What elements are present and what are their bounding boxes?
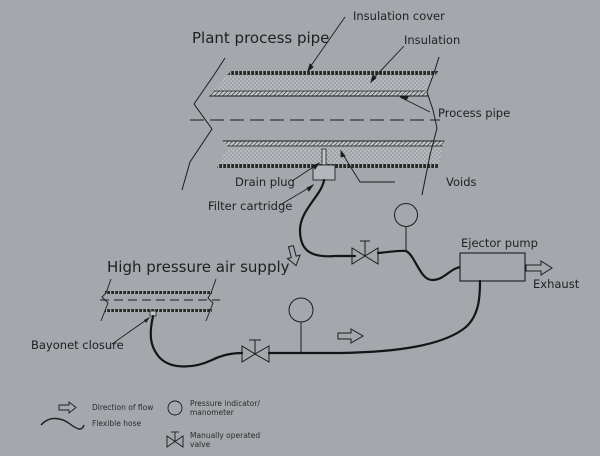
ejector-pump	[459, 252, 526, 282]
legend-hose-icon	[40, 417, 85, 430]
upper-insulation-cover	[190, 71, 448, 75]
drain-plug	[321, 148, 327, 166]
leader-bayonet	[111, 317, 150, 345]
legend-label-pressure-1: Pressure indicator/	[190, 399, 260, 408]
label-voids: Voids	[446, 175, 477, 189]
air-supply-pipe	[100, 278, 220, 322]
flexible-hose-air	[149, 314, 244, 368]
legend-flow-arrow-icon	[58, 401, 77, 414]
flexible-hose-return	[267, 279, 482, 355]
upper-process-pipe-wall	[190, 91, 448, 96]
legend-valve-icon	[166, 431, 184, 448]
plant-process-pipe	[181, 56, 448, 196]
legend-label-valve-1: Manually operated	[190, 431, 260, 440]
label-drain-plug: Drain plug	[235, 175, 295, 189]
lower-process-pipe-wall	[190, 141, 448, 146]
manual-valve-lower	[241, 339, 270, 363]
flow-arrow-right	[337, 328, 364, 344]
upper-insulation	[190, 75, 448, 91]
legend-label-flow: Direction of flow	[92, 403, 153, 412]
label-bayonet-closure: Bayonet closure	[31, 338, 124, 352]
pressure-indicator-upper	[394, 203, 418, 251]
flexible-hose-filter	[298, 178, 357, 258]
legend-label-hose: Flexible hose	[92, 419, 141, 428]
label-filter-cartridge: Filter cartridge	[208, 199, 292, 213]
label-insulation-cover: Insulation cover	[353, 9, 445, 23]
label-insulation: Insulation	[404, 33, 460, 47]
pressure-indicator-lower	[288, 297, 314, 353]
title-plant-process-pipe: Plant process pipe	[192, 29, 329, 47]
right-break-line	[421, 56, 440, 196]
flexible-hose-to-ejector	[376, 249, 463, 282]
legend-label-valve-2: valve	[190, 440, 211, 449]
title-high-pressure-air-supply: High pressure air supply	[107, 258, 290, 276]
label-ejector-pump: Ejector pump	[461, 236, 538, 250]
flow-arrow-down	[286, 244, 301, 267]
legend-pressure-indicator-icon	[167, 400, 183, 416]
legend: Direction of flow Flexible hose Pressure…	[40, 399, 260, 449]
left-break-line	[181, 57, 226, 191]
manual-valve-upper	[351, 240, 379, 265]
exhaust-arrow	[525, 260, 553, 276]
legend-label-pressure-2: manometer	[190, 408, 235, 417]
leader-lines	[279, 16, 431, 206]
lower-insulation	[190, 147, 448, 164]
label-process-pipe: Process pipe	[438, 106, 510, 120]
label-exhaust: Exhaust	[533, 277, 580, 291]
